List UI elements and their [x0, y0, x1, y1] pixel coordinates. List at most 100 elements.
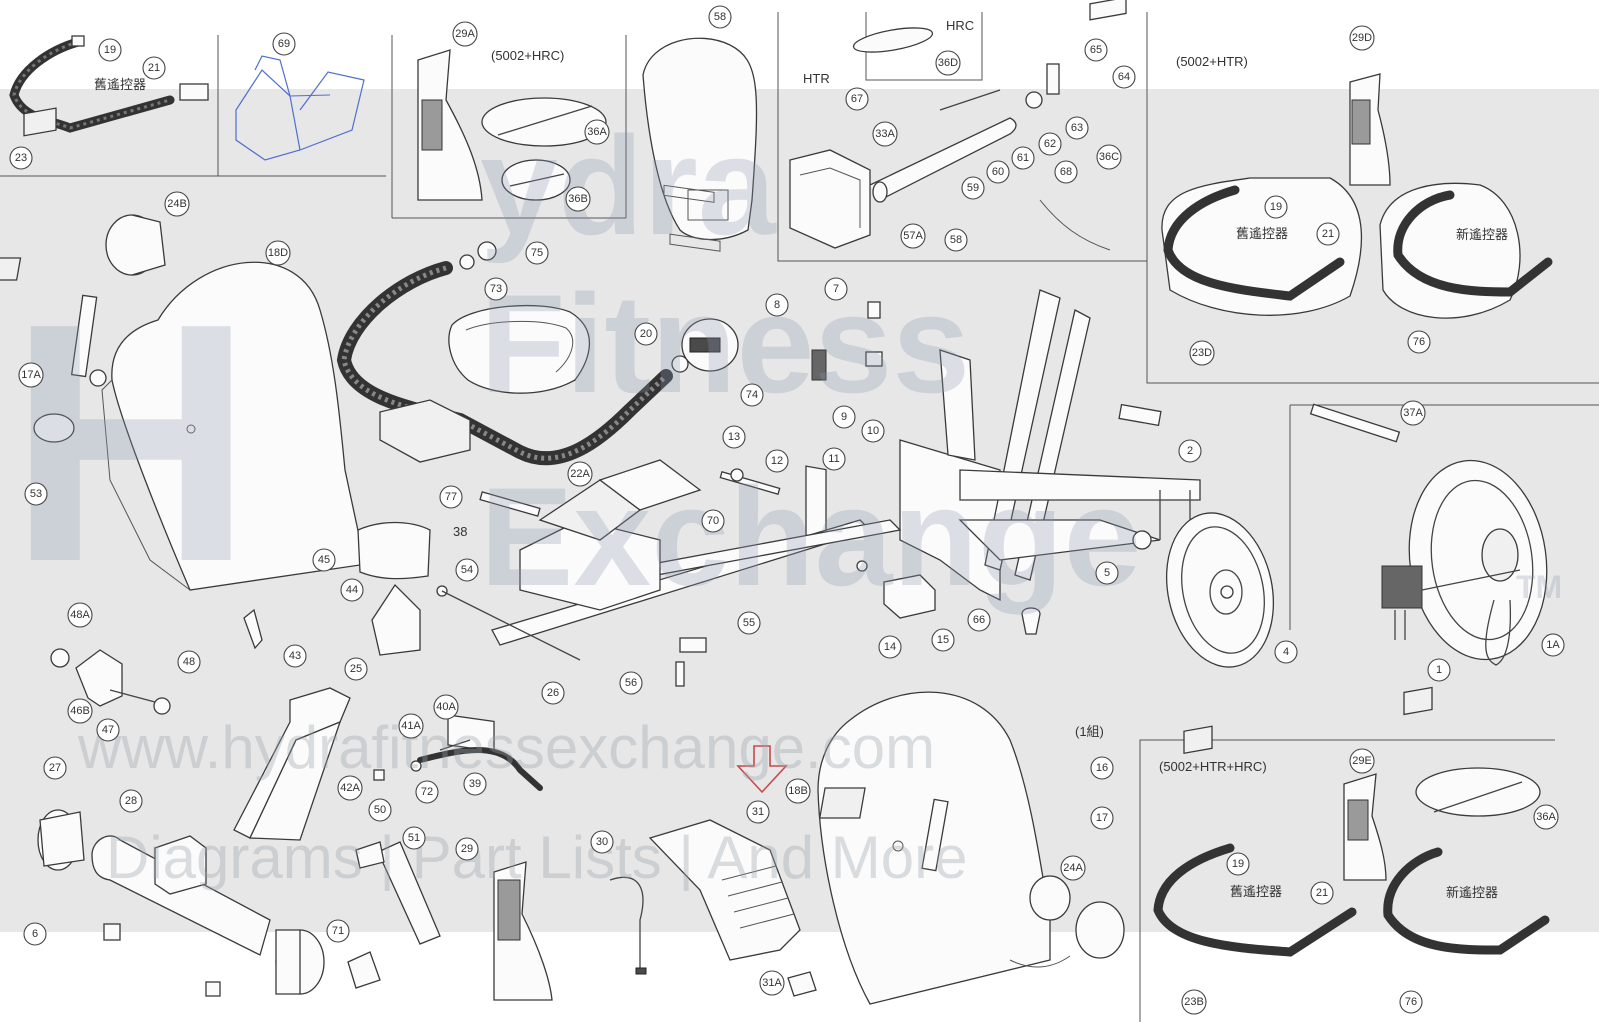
post-25 [233, 687, 351, 841]
callout-number: 67 [851, 93, 863, 105]
section-label: (5002+HRC) [491, 48, 564, 63]
part-callout: 2 [1178, 439, 1202, 463]
part-callout: 48 [177, 650, 201, 674]
callout-number: 24A [1063, 862, 1083, 874]
callout-number: 42A [340, 782, 360, 794]
handlebar-set-htr-hrc [1153, 686, 1550, 957]
callout-circle [832, 405, 856, 429]
part-callout: 75 [525, 241, 549, 265]
part-callout: 55 [737, 611, 761, 635]
callout-circle [967, 608, 991, 632]
part-callout: 8 [765, 293, 789, 317]
part-callout: 45 [312, 548, 336, 572]
callout-number: 39 [469, 778, 481, 790]
callout-number: 75 [531, 247, 543, 259]
section-label: 舊遙控器 [94, 78, 146, 93]
part-callout: 70 [701, 509, 725, 533]
part-callout: 19 [1226, 852, 1250, 876]
watermark-tagline: Diagrams | Part Lists | And More [106, 824, 967, 891]
section-label: 舊遙控器 [1236, 227, 1288, 242]
part-callout: 23 [9, 146, 33, 170]
callout-number: 31 [752, 806, 764, 818]
callout-circle [1407, 330, 1431, 354]
callout-circle [265, 240, 291, 266]
parts-27-28-6 [37, 809, 325, 997]
callout-number: 41A [401, 720, 421, 732]
part-callout: 27 [43, 756, 67, 780]
watermark-tm: TM [1516, 569, 1562, 605]
part-callout: 76 [1399, 990, 1423, 1014]
part-callout: 9 [832, 405, 856, 429]
part-callout: 72 [415, 780, 439, 804]
callout-number: 16 [1096, 762, 1108, 774]
callout-number: 47 [102, 724, 114, 736]
handlebar-77 [336, 241, 673, 466]
callout-number: 36B [568, 193, 588, 205]
grip-74 [671, 318, 739, 373]
callout-number: 26 [547, 687, 559, 699]
watermark-h: H [8, 253, 254, 633]
part-callout: 39 [463, 772, 487, 796]
pulley-24b [105, 214, 166, 276]
callout-number: 64 [1118, 71, 1130, 83]
callout-number: 43 [289, 650, 301, 662]
callout-number: 21 [148, 62, 160, 74]
shroud-18b [817, 691, 1125, 1005]
callout-circle [824, 277, 848, 301]
callout-number: 15 [937, 634, 949, 646]
callout-number: 37A [1403, 407, 1423, 419]
callout-number: 19 [1232, 858, 1244, 870]
part-callout: 64 [1112, 65, 1136, 89]
callout-number: 77 [445, 491, 457, 503]
part-callout: 66 [967, 608, 991, 632]
part-callout: 69 [272, 32, 296, 56]
watermark: H ydra Fitness Exchange TM www.hydrafitn… [8, 107, 1562, 891]
callout-number: 12 [771, 455, 783, 467]
section-label: 新遙控器 [1446, 885, 1498, 901]
base-rail [436, 459, 902, 661]
callout-number: 2 [1187, 445, 1193, 457]
callout-circle [722, 425, 746, 449]
callout-circle [525, 241, 549, 265]
callout-number: 28 [125, 795, 137, 807]
callout-number: 76 [1413, 336, 1425, 348]
part-callout: 51 [402, 826, 426, 850]
callout-circle [23, 922, 47, 946]
callout-number: 7 [833, 283, 839, 295]
part-callout: 12 [765, 449, 789, 473]
part-callout: 21 [1310, 881, 1334, 905]
section-boxes [0, 12, 1599, 1022]
parts-48-47 [50, 648, 171, 715]
callout-number: 53 [30, 488, 42, 500]
part-callout: 36B [565, 186, 591, 212]
part-callout: 18B [785, 778, 811, 804]
section-labels: (5002+HRC)HRCHTR(5002+HTR)(1組)(5002+HTR+… [94, 18, 1508, 901]
part-callout: 63 [1065, 116, 1089, 140]
callout-circle [455, 837, 479, 861]
callout-circle [541, 681, 565, 705]
part-callout: 44 [340, 578, 364, 602]
watermark-word1: ydra [480, 107, 777, 264]
part-callout: 53 [24, 482, 48, 506]
callout-circle [619, 671, 643, 695]
callout-number: 1 [1436, 664, 1442, 676]
callout-number: 29 [461, 843, 473, 855]
callout-number: 20 [640, 328, 652, 340]
callout-circle [164, 191, 190, 217]
section-label: 38 [453, 524, 467, 539]
callout-number: 21 [1322, 228, 1334, 240]
part-callout: 43 [283, 644, 307, 668]
callout-number: 71 [332, 925, 344, 937]
watermark-word2: Fitness [480, 265, 970, 422]
callout-circle [1310, 881, 1334, 905]
callout-circle [96, 718, 120, 742]
part-callout: 57A [900, 223, 926, 249]
callout-circle [433, 694, 459, 720]
part-callout: 77 [439, 485, 463, 509]
callout-circle [177, 650, 201, 674]
callout-number: 61 [1017, 152, 1029, 164]
part-callout: 15 [931, 628, 955, 652]
section-label: (5002+HTR) [1176, 54, 1248, 69]
callout-number: 31A [762, 977, 782, 989]
